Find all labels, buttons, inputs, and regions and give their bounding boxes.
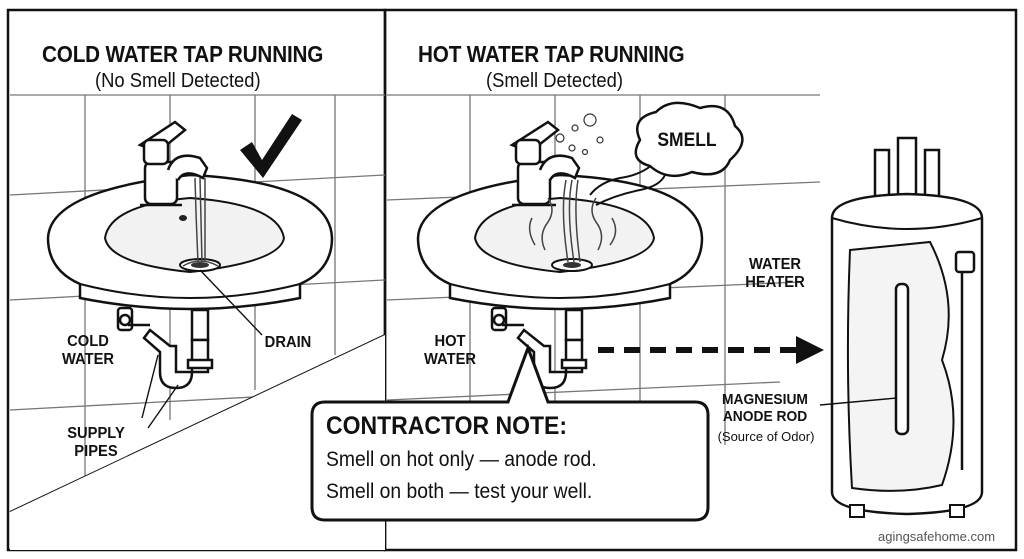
contractor-note-line-2: Smell on both — test your well.	[326, 480, 592, 504]
left-panel-title: COLD WATER TAP RUNNING	[42, 42, 323, 68]
contractor-note-title: CONTRACTOR NOTE:	[326, 412, 567, 440]
right-sink	[418, 175, 702, 309]
cold-water-label-line-1: COLD	[60, 333, 115, 351]
supply-pipes-label-line-1: SUPPLY	[63, 425, 129, 443]
anode-rod-label-line-2: ANODE ROD	[711, 409, 820, 426]
hot-water-label: HOT WATER	[422, 333, 477, 369]
water-heater-label-line-1: WATER	[738, 256, 812, 274]
left-sink	[48, 175, 332, 309]
left-panel-subtitle: (No Smell Detected)	[95, 70, 261, 92]
right-bubbles	[556, 114, 603, 155]
smell-cloud-label: SMELL	[655, 130, 719, 151]
anode-rod-label: MAGNESIUM ANODE ROD	[711, 392, 820, 426]
contractor-note-line-1: Smell on hot only — anode rod.	[326, 448, 597, 472]
anode-rod-note: (Source of Odor)	[708, 430, 824, 445]
supply-pipes-label-line-2: PIPES	[63, 443, 129, 461]
dashed-arrow-icon	[598, 336, 824, 364]
drain-label: DRAIN	[260, 334, 315, 352]
hot-water-label-line-1: HOT	[422, 333, 477, 351]
right-panel-title: HOT WATER TAP RUNNING	[418, 42, 684, 68]
supply-pipes-label: SUPPLY PIPES	[63, 425, 129, 461]
left-pipes	[118, 308, 212, 388]
water-heater-label: WATER HEATER	[738, 256, 812, 292]
cold-water-label-line-2: WATER	[60, 351, 115, 369]
water-heater-label-line-2: HEATER	[738, 274, 812, 292]
anode-rod-label-line-1: MAGNESIUM	[711, 392, 820, 409]
checkmark-icon	[240, 114, 302, 178]
hot-water-label-line-2: WATER	[422, 351, 477, 369]
cold-water-label: COLD WATER	[60, 333, 115, 369]
right-panel-subtitle: (Smell Detected)	[486, 70, 623, 92]
water-heater	[832, 138, 982, 517]
site-credit[interactable]: agingsafehome.com	[878, 530, 995, 545]
